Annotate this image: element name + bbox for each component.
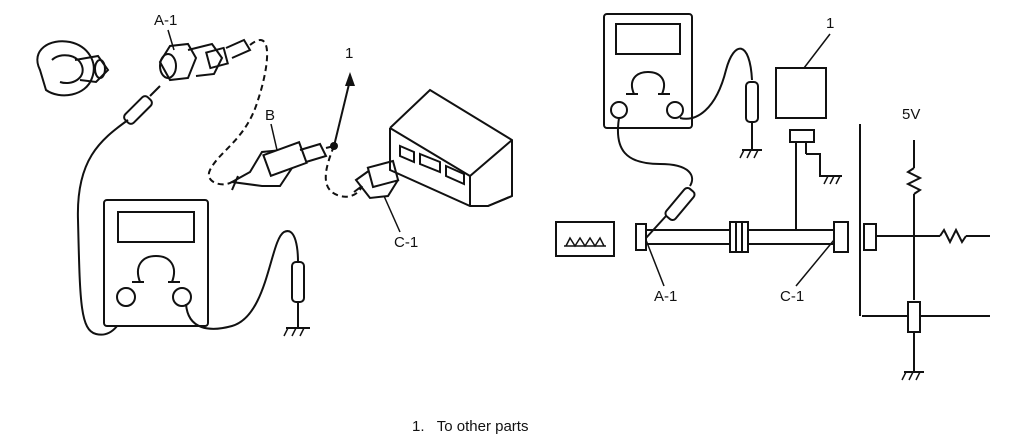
- probe-right-ground: [739, 81, 762, 159]
- branch-connector: [789, 129, 842, 230]
- ecu-circuit: [859, 124, 990, 381]
- harness-line: [635, 221, 849, 253]
- ohmmeter-left: [103, 199, 209, 327]
- label-a1: A-1: [154, 12, 177, 29]
- label-5v: 5V: [902, 106, 920, 123]
- sensor-body: [36, 40, 110, 97]
- label-one-right: 1: [826, 15, 834, 32]
- label-one-left: 1: [345, 45, 353, 62]
- other-parts-box: [775, 67, 827, 119]
- label-a1-right: A-1: [654, 288, 677, 305]
- label-b: B: [265, 107, 275, 124]
- label-c1-right: C-1: [780, 288, 804, 305]
- probe-left-top: [123, 85, 161, 125]
- ohmmeter-right: [603, 13, 693, 129]
- probe-right-a1: [645, 186, 696, 239]
- connector-a1: [158, 38, 252, 82]
- connector-c1: [353, 159, 400, 200]
- sensor-waveform-box: [555, 221, 615, 257]
- connector-b: [228, 140, 328, 191]
- arrow-head: [345, 72, 355, 86]
- ecu-box: [389, 88, 513, 207]
- caption-number: 1.: [412, 418, 425, 435]
- caption: 1. To other parts: [412, 418, 528, 435]
- caption-text: To other parts: [436, 418, 529, 435]
- right-diagram: 1: [555, 13, 990, 381]
- left-diagram: A-1 B 1 C-1: [36, 12, 513, 337]
- label-c1-left: C-1: [394, 234, 418, 251]
- probe-left-ground: [283, 261, 310, 337]
